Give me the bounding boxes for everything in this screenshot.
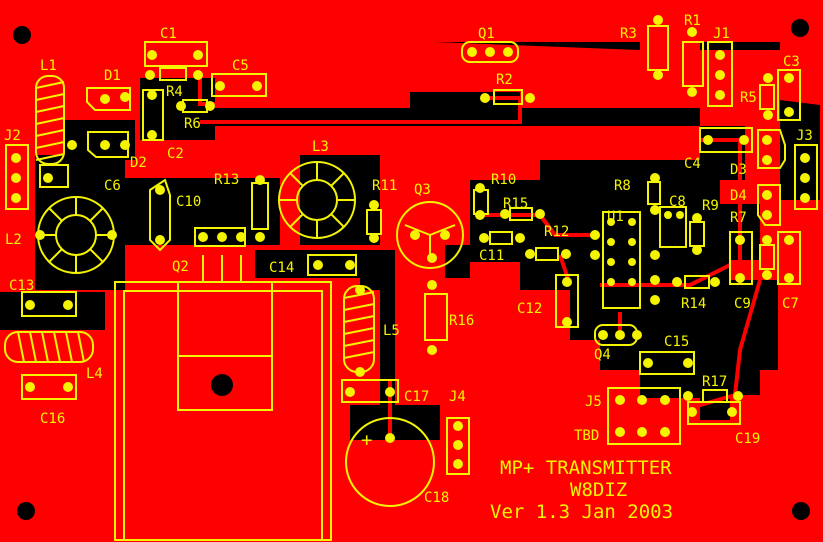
label-c6: C6 xyxy=(104,178,121,194)
q2-heatsink-outline xyxy=(114,255,332,541)
transistor-q3 xyxy=(396,201,464,269)
coil-l4 xyxy=(4,331,94,363)
label-r1: R1 xyxy=(684,13,701,29)
label-u1: U1 xyxy=(607,209,624,225)
label-r4: R4 xyxy=(166,84,183,100)
label-c18-polarity: + xyxy=(361,429,372,451)
label-r12: R12 xyxy=(544,224,569,240)
label-c10: C10 xyxy=(176,194,201,210)
label-c14: C14 xyxy=(269,260,294,276)
label-c12: C12 xyxy=(517,301,542,317)
label-r17: R17 xyxy=(702,374,727,390)
label-r11: R11 xyxy=(372,178,397,194)
label-c4: C4 xyxy=(684,156,701,172)
label-c13: C13 xyxy=(9,278,34,294)
label-c11: C11 xyxy=(479,248,504,264)
label-c1: C1 xyxy=(160,26,177,42)
label-d4: D4 xyxy=(730,188,747,204)
label-q1: Q1 xyxy=(478,26,495,42)
label-c15: C15 xyxy=(664,334,689,350)
label-r9: R9 xyxy=(702,198,719,214)
label-r14: R14 xyxy=(681,296,706,312)
label-l4: L4 xyxy=(86,366,103,382)
pads xyxy=(11,15,810,469)
label-l2: L2 xyxy=(5,232,22,248)
label-c7: C7 xyxy=(782,296,799,312)
label-r16: R16 xyxy=(449,313,474,329)
component-labels: C1 C2 C3 C4 C5 C6 C7 C8 C9 C10 C11 C12 C… xyxy=(4,13,813,506)
label-j4: J4 xyxy=(449,389,466,405)
label-c9: C9 xyxy=(734,296,751,312)
label-c2: C2 xyxy=(167,146,184,162)
label-c16: C16 xyxy=(40,411,65,427)
component-outlines xyxy=(5,25,818,475)
label-r8: R8 xyxy=(614,178,631,194)
label-d3: D3 xyxy=(730,162,747,178)
title-line1: MP+ TRANSMITTER xyxy=(500,457,672,479)
label-q2: Q2 xyxy=(172,259,189,275)
title-line2: W8DIZ xyxy=(570,479,627,501)
label-c19: C19 xyxy=(735,431,760,447)
board-title: MP+ TRANSMITTER W8DIZ Ver 1.3 Jan 2003 xyxy=(490,457,673,523)
label-l3: L3 xyxy=(312,139,329,155)
label-j1: J1 xyxy=(713,26,730,42)
label-r15: R15 xyxy=(503,196,528,212)
label-r2: R2 xyxy=(496,72,513,88)
label-j2: J2 xyxy=(4,128,21,144)
label-r10: R10 xyxy=(491,172,516,188)
capacitor-c18 xyxy=(345,417,435,507)
label-r6: R6 xyxy=(184,116,201,132)
label-j3: J3 xyxy=(796,128,813,144)
label-c3: C3 xyxy=(783,54,800,70)
label-c5: C5 xyxy=(232,58,249,74)
label-r3: R3 xyxy=(620,26,637,42)
label-d1: D1 xyxy=(104,68,121,84)
label-j5: J5 xyxy=(585,394,602,410)
label-r7: R7 xyxy=(730,210,747,226)
label-r13: R13 xyxy=(214,172,239,188)
title-line3: Ver 1.3 Jan 2003 xyxy=(490,501,673,523)
label-l5: L5 xyxy=(383,323,400,339)
label-c17: C17 xyxy=(404,389,429,405)
label-c18: C18 xyxy=(424,490,449,506)
toroid-l3 xyxy=(278,161,356,239)
mounting-holes xyxy=(13,19,810,520)
label-tbd: TBD xyxy=(574,428,599,444)
label-q3: Q3 xyxy=(414,182,431,198)
label-d2: D2 xyxy=(130,155,147,171)
label-l1: L1 xyxy=(40,58,57,74)
label-r5: R5 xyxy=(740,90,757,106)
label-c8: C8 xyxy=(669,194,686,210)
label-q4: Q4 xyxy=(594,347,611,363)
